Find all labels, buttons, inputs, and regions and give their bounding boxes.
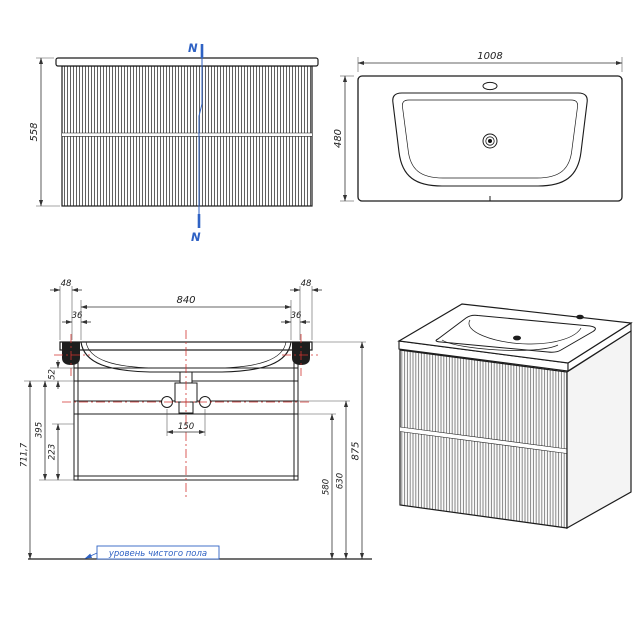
floor-to-drawer-text: 580	[322, 479, 332, 495]
basin-width-text: 840	[176, 295, 195, 306]
iso-faucet-hole	[576, 314, 584, 320]
section-right-dimensions: 580 630 875	[298, 341, 366, 560]
basin-outer-rim	[392, 92, 588, 187]
front-height-dimension: 558	[29, 57, 60, 207]
floor-to-counter-text: 875	[351, 441, 362, 460]
rail-gap-text: 52	[48, 369, 58, 380]
top-width-dimension: 1008	[357, 51, 623, 72]
iso-drain	[513, 335, 521, 341]
iso-drawer-gap	[400, 427, 567, 454]
drawer-gap	[62, 133, 312, 137]
drain	[482, 133, 498, 149]
inset-right-text: 36	[291, 311, 302, 321]
section-left-dimensions: 52 395 223 711,7	[20, 360, 74, 560]
iso-view	[397, 303, 633, 530]
carcass-height-text: 395	[35, 422, 45, 438]
section-label-bottom: N	[191, 230, 201, 244]
countertop-slab	[55, 57, 319, 67]
section-top-dimensions: 840 48 48 36 36	[50, 279, 322, 340]
floor-note-text: уровень чистого пола	[108, 549, 207, 559]
overhang-right-text: 48	[301, 279, 312, 289]
top-depth-dimension: 480	[333, 75, 354, 202]
basin-inner-rim	[402, 99, 578, 179]
centerlines	[54, 330, 318, 500]
front-view	[55, 57, 319, 207]
front-height-text: 558	[29, 122, 40, 141]
drawer-zone-text: 223	[48, 444, 58, 460]
section-carcass	[73, 349, 299, 481]
floor-to-apron-text: 630	[336, 473, 346, 489]
top-depth-text: 480	[333, 129, 344, 148]
floor-to-basin-text: 711,7	[20, 442, 30, 467]
top-width-text: 1008	[477, 51, 502, 62]
iso-sink-recess	[435, 314, 596, 353]
iso-bowl-curve-front	[441, 339, 559, 351]
iso-counter-top	[397, 303, 633, 364]
section-cut-line	[197, 44, 204, 228]
top-view	[357, 75, 623, 202]
trap-span-dimension: 150	[166, 409, 206, 436]
trap-span-text: 150	[178, 422, 194, 432]
section-label-top: N	[188, 41, 198, 55]
floor-level-note: уровень чистого пола	[84, 545, 220, 560]
inset-left-text: 36	[72, 311, 83, 321]
iso-bowl-curve-back	[468, 319, 582, 345]
faucet-hole	[482, 81, 498, 91]
overhang-left-text: 48	[61, 279, 72, 289]
